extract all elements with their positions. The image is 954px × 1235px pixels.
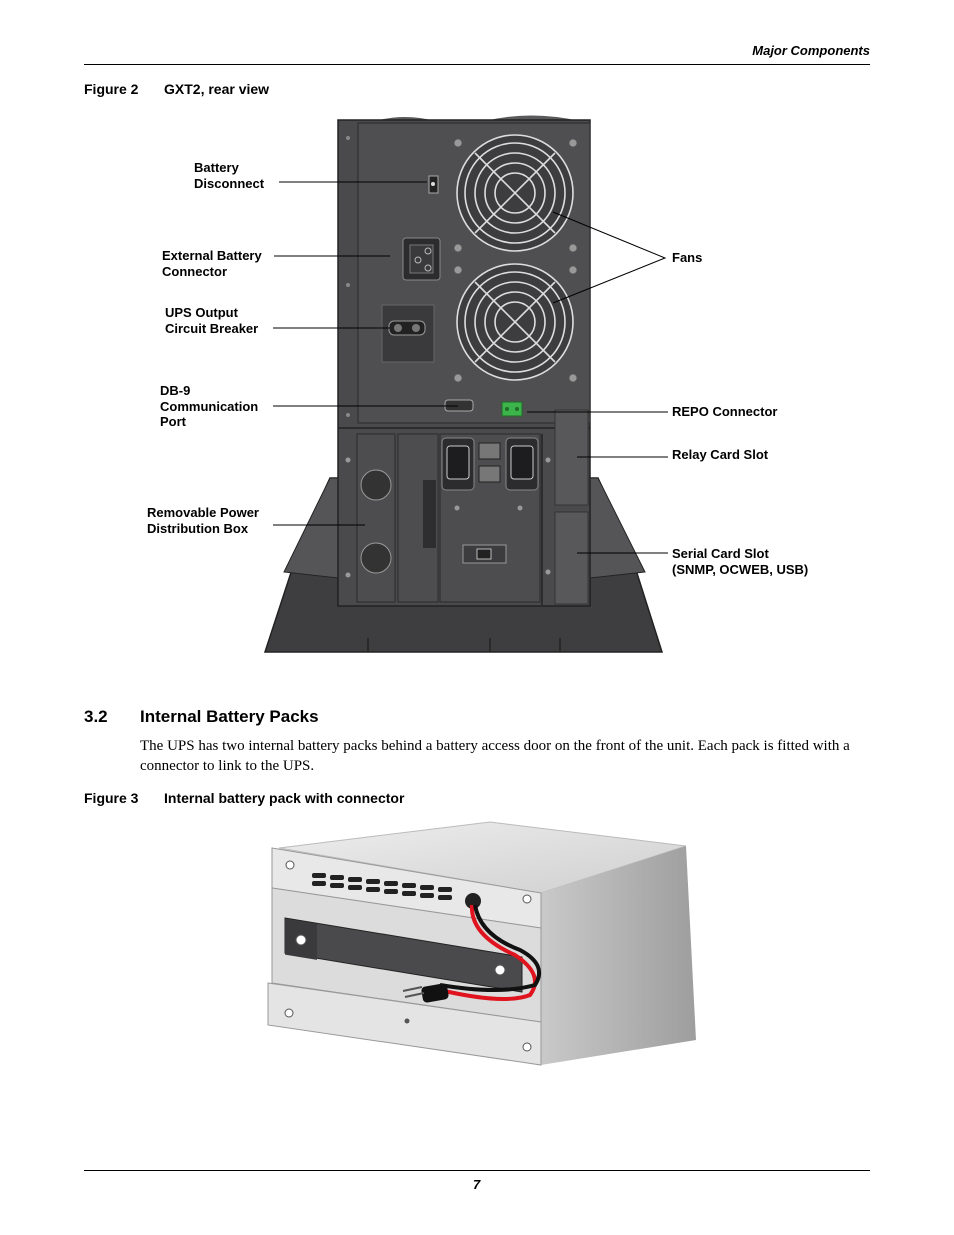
figure3-caption: Figure 3 Internal battery pack with conne… [84,790,404,806]
figure3-caption-number: Figure 3 [84,790,139,806]
label-line: Disconnect [194,175,265,191]
label-repo-connector: REPO Connector [672,404,778,419]
label-line: (SNMP, OCWEB, USB) [672,561,809,577]
label-line: UPS Output [165,305,238,320]
section-heading: 3.2 Internal Battery Packs [84,707,319,727]
label-line: Port [160,414,186,429]
footer-rule [84,1170,870,1171]
header-rule [84,64,870,65]
label-line: External Battery [162,248,262,263]
label-removable-pdb: Removable Power Distribution Box [147,505,259,536]
figure2-caption: Figure 2 GXT2, rear view [84,81,269,97]
label-relay-card-slot: Relay Card Slot [672,447,769,462]
label-serial-card-slot: Serial Card Slot (SNMP, OCWEB, USB) [672,546,808,577]
label-line: Removable Power [147,505,259,520]
page-number: 7 [473,1177,481,1192]
label-db9-port: DB-9 Communication Port [160,383,258,430]
label-line: DB-9 [160,383,191,398]
label-line: Serial Card Slot [672,546,769,561]
label-line: Connector [162,263,227,279]
figure2-caption-text: GXT2, rear view [164,81,270,97]
section-number: 3.2 [84,707,108,726]
label-line: Distribution Box [147,520,249,536]
figure2-caption-number: Figure 2 [84,81,139,97]
label-ups-output-breaker: UPS Output Circuit Breaker [165,305,258,336]
section-title: Internal Battery Packs [140,707,319,726]
label-battery-disconnect: Battery Disconnect [194,160,264,191]
label-external-battery-connector: External Battery Connector [162,248,262,279]
running-header: Major Components [752,43,870,58]
label-line: Communication [160,398,259,414]
label-line: Circuit Breaker [165,320,259,336]
figure3-caption-text: Internal battery pack with connector [164,790,405,806]
section-body: The UPS has two internal battery packs b… [140,738,850,774]
label-fans: Fans [672,250,703,265]
label-line: Battery [194,160,239,175]
